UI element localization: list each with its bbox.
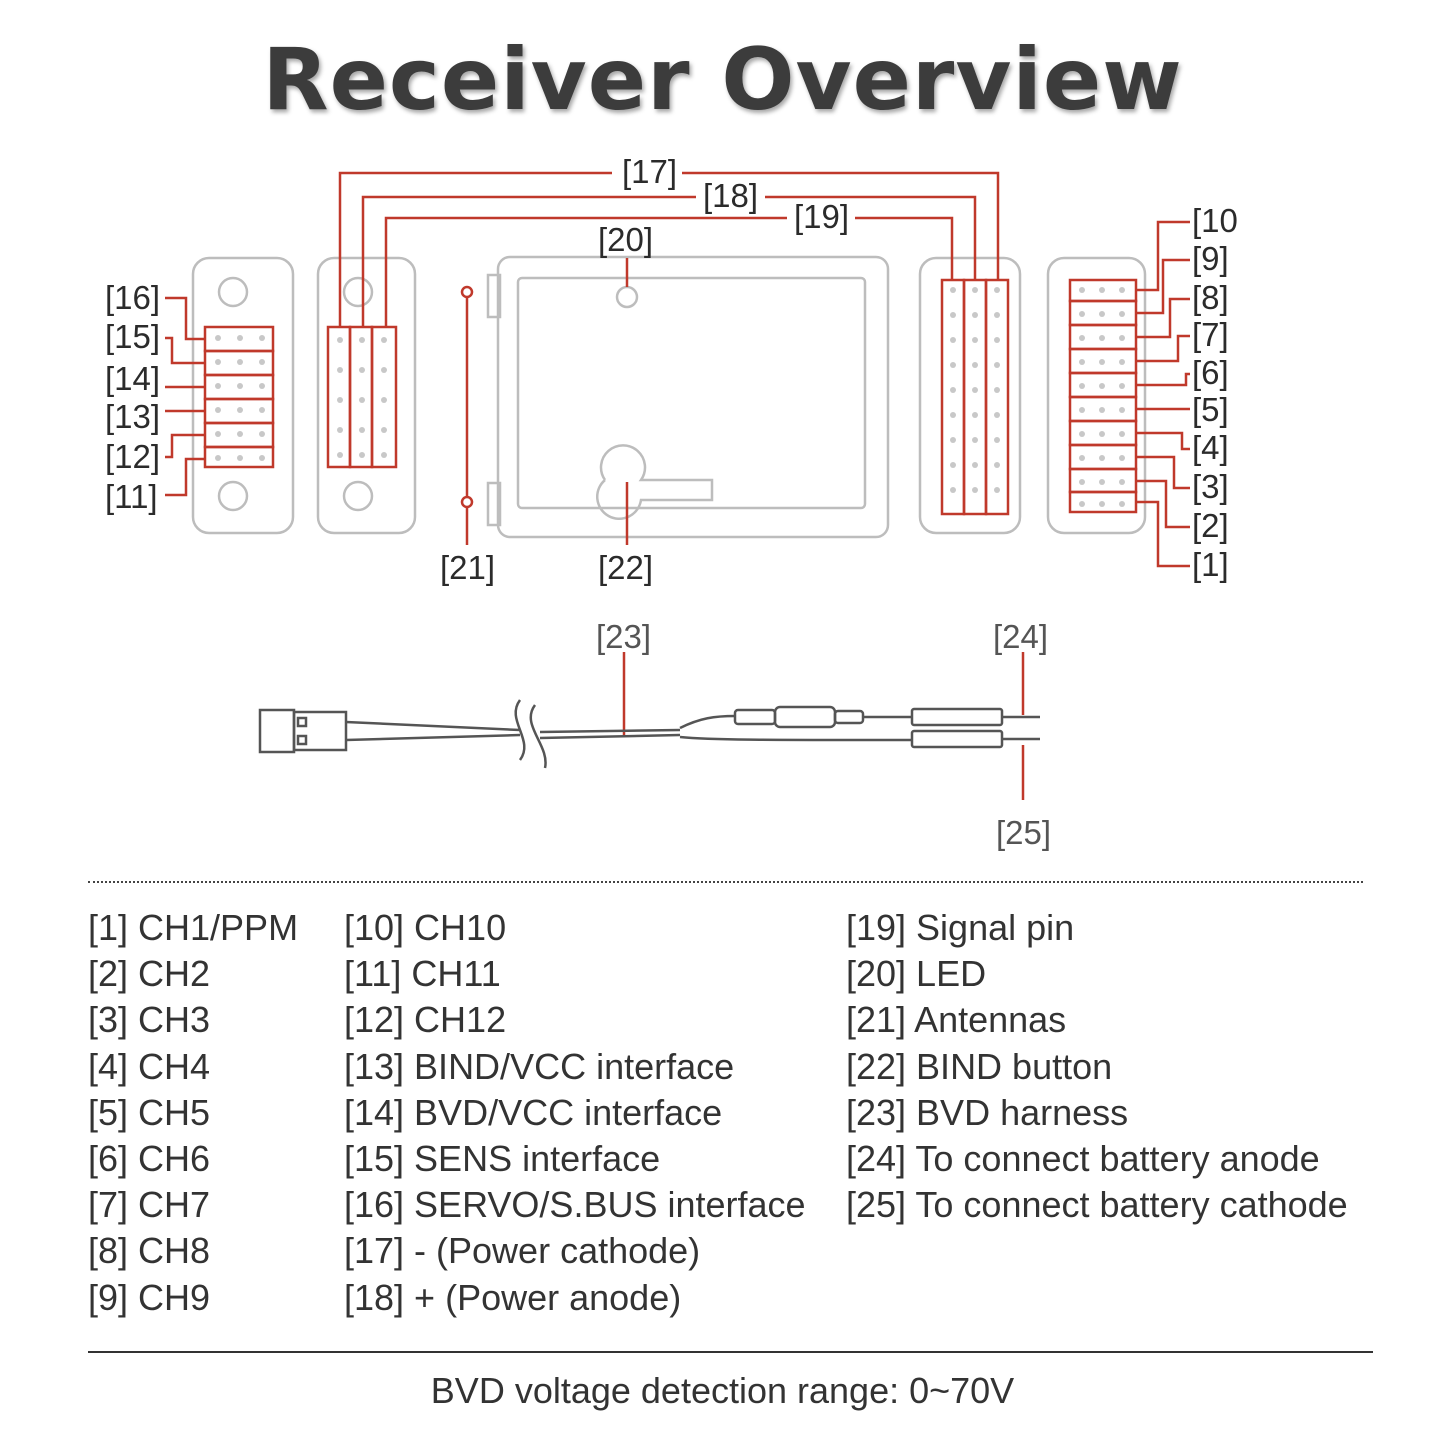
callout-11: [11]	[105, 478, 158, 515]
legend-item: [25] To connect battery cathode	[846, 1184, 1348, 1226]
pins-left-1	[215, 335, 265, 461]
legend-item: [18] + (Power anode)	[344, 1276, 682, 1318]
legend-column-3: [19] Signal pin [20] LED [21] Antennas […	[846, 905, 1348, 1228]
callout-1: [1]	[1192, 546, 1229, 583]
callout-17: [17]	[622, 153, 677, 190]
callout-5: [5]	[1192, 391, 1229, 428]
legend-item: [8] CH8	[88, 1230, 211, 1272]
callout-25: [25]	[996, 814, 1051, 851]
legend-item: [14] BVD/VCC interface	[344, 1091, 723, 1133]
pins-left-2	[337, 337, 387, 458]
left-plate-2	[316, 256, 417, 535]
right-plate-2	[1046, 256, 1147, 535]
receiver-body	[496, 255, 890, 539]
led-window	[615, 285, 639, 309]
antenna-mount	[486, 481, 502, 527]
legend-item: [3] CH3	[88, 999, 211, 1041]
legend-item: [5] CH5	[88, 1091, 211, 1133]
legend-item: [7] CH7	[88, 1184, 211, 1226]
left-plate-1	[191, 256, 295, 535]
legend-item: [10] CH10	[344, 907, 507, 948]
callout-10: [10	[1192, 202, 1238, 239]
legend-item: [13] BIND/VCC interface	[344, 1045, 735, 1087]
bvd-harness	[258, 699, 1040, 769]
legend-item: [20] LED	[846, 953, 987, 995]
callout-7: [7]	[1192, 316, 1229, 353]
callout-23: [23]	[596, 618, 651, 655]
page-title: Receiver Overview	[262, 30, 1183, 130]
legend-item: [22] BIND button	[846, 1045, 1113, 1087]
callout-3: [3]	[1192, 468, 1229, 505]
antenna-mount	[486, 273, 502, 319]
right-plate-1	[918, 256, 1022, 535]
callout-24: [24]	[993, 618, 1048, 655]
legend-item: [16] SERVO/S.BUS interface	[344, 1184, 806, 1226]
callout-12: [12]	[105, 438, 160, 475]
callout-6: [6]	[1192, 354, 1229, 391]
legend-item: [23] BVD harness	[846, 1091, 1129, 1133]
legend-item: [4] CH4	[88, 1045, 211, 1087]
callout-19: [19]	[794, 198, 849, 235]
callout-15: [15]	[105, 318, 160, 355]
section-divider	[88, 881, 1363, 883]
legend-item: [21] Antennas	[846, 999, 1067, 1041]
legend-column-2: [10] CH10 [11] CH11 [12] CH12 [13] BIND/…	[344, 905, 806, 1321]
callout-22: [22]	[598, 549, 653, 586]
pins-right-2	[1079, 287, 1125, 507]
mount-hole	[342, 480, 374, 512]
legend-item: [15] SENS interface	[344, 1137, 661, 1179]
callout-21: [21]	[440, 549, 495, 586]
callout-2: [2]	[1192, 507, 1229, 544]
harness-plug	[258, 708, 296, 754]
legend-item: [19] Signal pin	[846, 907, 1075, 948]
callout-20: [20]	[598, 221, 653, 258]
left-connector-rows	[203, 325, 275, 469]
legend-item: [9] CH9	[88, 1276, 211, 1318]
mount-hole	[217, 276, 249, 308]
legend-column-1: [1] CH1/PPM [2] CH2 [3] CH3 [4] CH4 [5] …	[88, 905, 298, 1321]
footer-note: BVD voltage detection range: 0~70V	[430, 1370, 1015, 1411]
mount-hole	[342, 276, 374, 308]
legend-item: [2] CH2	[88, 953, 211, 995]
pins-right-1	[950, 287, 1000, 493]
callout-9: [9]	[1192, 240, 1229, 277]
legend-item: [12] CH12	[344, 999, 507, 1041]
callout-4: [4]	[1192, 429, 1229, 466]
pin-dots	[215, 287, 1125, 507]
legend-item: [1] CH1/PPM	[88, 907, 299, 948]
legend-item: [11] CH11	[344, 953, 501, 995]
footer-divider	[88, 1351, 1373, 1353]
bind-button-outline	[595, 444, 714, 521]
legend-item: [6] CH6	[88, 1137, 211, 1179]
receiver-diagram: [17] [18] [19] [20] [16] [15] [14] [13] …	[105, 153, 1238, 851]
callout-8: [8]	[1192, 279, 1229, 316]
callout-14: [14]	[105, 360, 160, 397]
callout-16: [16]	[105, 279, 160, 316]
device-outlines	[191, 255, 1147, 539]
antenna-endpoints	[460, 285, 474, 509]
callout-18: [18]	[703, 177, 758, 214]
callout-13: [13]	[105, 398, 160, 435]
receiver-panel	[516, 276, 867, 510]
mount-hole	[217, 480, 249, 512]
legend-item: [17] - (Power cathode)	[344, 1230, 701, 1272]
legend-item: [24] To connect battery anode	[846, 1137, 1320, 1179]
callout-lines	[165, 171, 1190, 800]
